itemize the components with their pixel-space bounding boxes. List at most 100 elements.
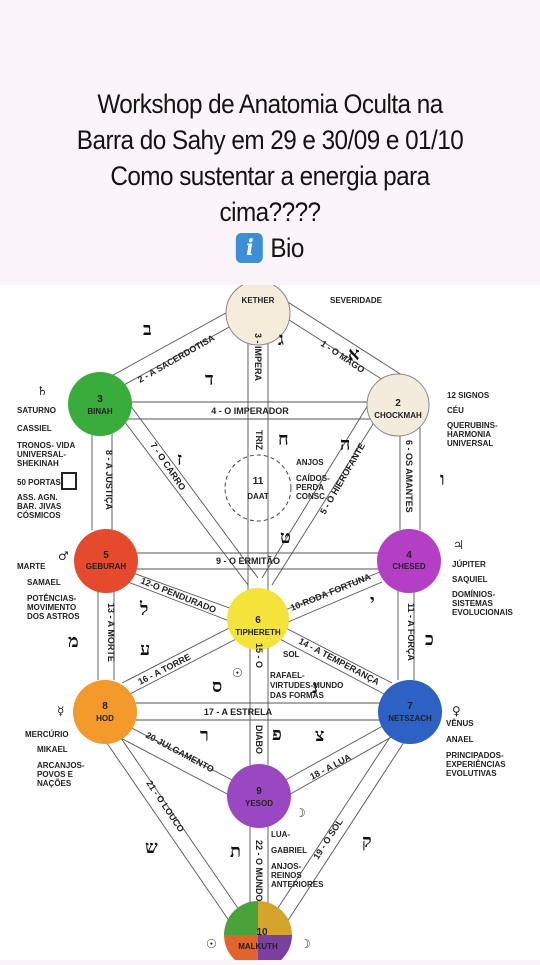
yesod-note-4: REINOS xyxy=(271,871,302,880)
caption-line-2: Barra do Sahy em 29 e 30/09 e 01/10 xyxy=(76,125,464,155)
daat-num: 11 xyxy=(253,476,264,487)
hebrew-zain: ז xyxy=(177,449,182,470)
yesod-note-5: ANTERIORES xyxy=(271,880,324,889)
venus-icon: ♀ xyxy=(452,704,461,718)
binah-note-4: UNIVERSAL- xyxy=(17,450,66,459)
chesed-note-1: JÚPITER xyxy=(452,560,486,569)
mercury-icon: ☿ xyxy=(57,704,64,718)
path-label-3: 3 - IMPERA xyxy=(253,333,263,382)
binah-num: 3 xyxy=(97,394,103,405)
netszach-circle xyxy=(378,680,442,744)
sephirah-malkuth: 10 MALKUTH xyxy=(224,901,292,965)
path-label-4: 4 - O IMPERADOR xyxy=(211,406,289,416)
sephirah-binah: 3 BINAH xyxy=(68,372,132,436)
yesod-name: YESOD xyxy=(245,799,273,808)
tiphereth-num: 6 xyxy=(255,615,261,626)
yesod-note-2: GABRIEL xyxy=(271,846,307,855)
sephirah-tiphereth: 6 TIPHERETH xyxy=(227,588,289,650)
binah-note-9: CÓSMICOS xyxy=(17,511,61,520)
chesed-note-5: EVOLUCIONAIS xyxy=(452,608,514,617)
hebrew-cheth: ח xyxy=(278,429,289,450)
saturn-icon: ♄ xyxy=(37,384,48,398)
geburah-note-5: DOS ASTROS xyxy=(27,612,80,621)
binah-note-5: SHEKINAH xyxy=(17,459,59,468)
netszach-note-5: EVOLUTIVAS xyxy=(446,769,497,778)
hod-note-4: POVOS E xyxy=(37,770,74,779)
hebrew-nun: נ xyxy=(312,677,318,698)
binah-note-8: BAR. JIVAS xyxy=(17,502,62,511)
chockmah-note-5: UNIVERSAL xyxy=(447,439,493,448)
bio-link[interactable]: i Bio xyxy=(27,230,513,266)
tiphereth-note-3: VIRTUDES-MUNDO xyxy=(270,681,343,690)
mars-icon: ♂ xyxy=(58,549,69,563)
netszach-num: 7 xyxy=(407,701,413,712)
daat-note-4: CONSC. xyxy=(296,492,327,501)
caption-line-4: cima???? xyxy=(219,197,321,227)
yesod-note-3: ANJOS- xyxy=(271,862,302,871)
hebrew-aleph: א xyxy=(348,344,360,365)
hebrew-beth: ב xyxy=(143,319,152,340)
caption-line-1: Workshop de Anatomia Oculta na xyxy=(97,89,443,119)
hebrew-ayin: ע xyxy=(140,639,150,660)
geburah-note-1: MARTE xyxy=(17,562,46,571)
bio-label[interactable]: Bio xyxy=(270,233,304,263)
moon-icon-malkuth: ☽ xyxy=(300,937,311,951)
malkuth-name: MALKUTH xyxy=(238,942,278,951)
hebrew-he: ה xyxy=(340,434,350,455)
binah-note-3: TRONOS- VIDA xyxy=(17,441,75,450)
chockmah-circle xyxy=(366,373,430,437)
malkuth-quad-3 xyxy=(224,935,258,965)
chockmah-num: 2 xyxy=(395,398,401,409)
netszach-name: NETSZACH xyxy=(388,714,432,723)
geburah-circle xyxy=(74,529,138,593)
binah-note-1: SATURNO xyxy=(17,406,56,415)
hod-note-3: ARCANJOS- xyxy=(37,761,85,770)
malkuth-quad-1 xyxy=(258,901,292,935)
path-label-10: 10-RODA FORTUNA xyxy=(289,571,373,613)
tiphereth-note-1: SOL xyxy=(283,650,300,659)
chesed-note-2: SAQUIEL xyxy=(452,575,488,584)
netszach-note-4: EXPERIÊNCIAS xyxy=(446,760,506,769)
planet-symbols: ♄ ♂ ♃ ☿ ♀ ☉ ☽ ☉ ☽ xyxy=(37,384,464,951)
hebrew-pe: פ xyxy=(272,724,282,745)
tiphereth-note-2: RAFAEL- xyxy=(270,671,305,680)
netszach-note-3: PRINCIPADOS- xyxy=(446,751,504,760)
chesed-name: CHESED xyxy=(392,562,426,571)
chockmah-note-3: QUERUBINS- xyxy=(447,421,498,430)
portal-icon xyxy=(61,472,77,490)
hebrew-letters: א ב ג ד ה ו ז ח ט י כ ל מ נ ס ע פ צ ק ר … xyxy=(68,319,445,862)
netszach-note-2: ANAEL xyxy=(446,735,474,744)
malkuth-quad-2 xyxy=(258,935,292,965)
tiphereth-name: TIPHERETH xyxy=(235,628,281,637)
hebrew-teth: ט xyxy=(280,527,291,548)
geburah-note-2: SAMAEL xyxy=(27,578,61,587)
binah-note-6: 50 PORTAS xyxy=(17,478,62,487)
hebrew-yod: י xyxy=(370,591,375,612)
yesod-circle xyxy=(227,764,291,828)
hebrew-tsade: צ xyxy=(315,725,324,746)
hebrew-daleth: ד xyxy=(205,369,214,390)
malkuth-quad-4 xyxy=(224,901,258,935)
daat-name: DAAT xyxy=(247,492,269,501)
hod-name: HOD xyxy=(96,714,114,723)
path-label-11: 11 - A FORÇA xyxy=(406,603,416,661)
sun-icon: ☉ xyxy=(232,666,243,680)
hod-note-2: MIKAEL xyxy=(37,745,68,754)
post-caption: Workshop de Anatomia Oculta na Barra do … xyxy=(27,86,513,266)
path-label-8: 8 - A JUSTIÇA xyxy=(104,450,114,510)
hod-num: 8 xyxy=(102,701,108,712)
geburah-note-4: MOVIMENTO xyxy=(27,603,76,612)
hebrew-qoph: ק xyxy=(362,831,372,852)
hod-circle xyxy=(73,680,137,744)
path-label-15: 15 - O xyxy=(254,643,264,668)
yesod-note-1: LUA- xyxy=(271,830,290,839)
hebrew-kaph: כ xyxy=(425,629,434,650)
geburah-num: 5 xyxy=(103,550,109,561)
sephirah-geburah: 5 GEBURAH xyxy=(74,529,138,593)
tiphereth-note-4: DAS FORMAS xyxy=(270,691,324,700)
daat-circle xyxy=(224,454,292,522)
geburah-name: GEBURAH xyxy=(86,562,127,571)
sephirah-hod: 8 HOD xyxy=(73,680,137,744)
hod-note-1: MERCÚRIO xyxy=(25,730,69,739)
path-label-18: 18 - A LUA xyxy=(308,752,353,782)
